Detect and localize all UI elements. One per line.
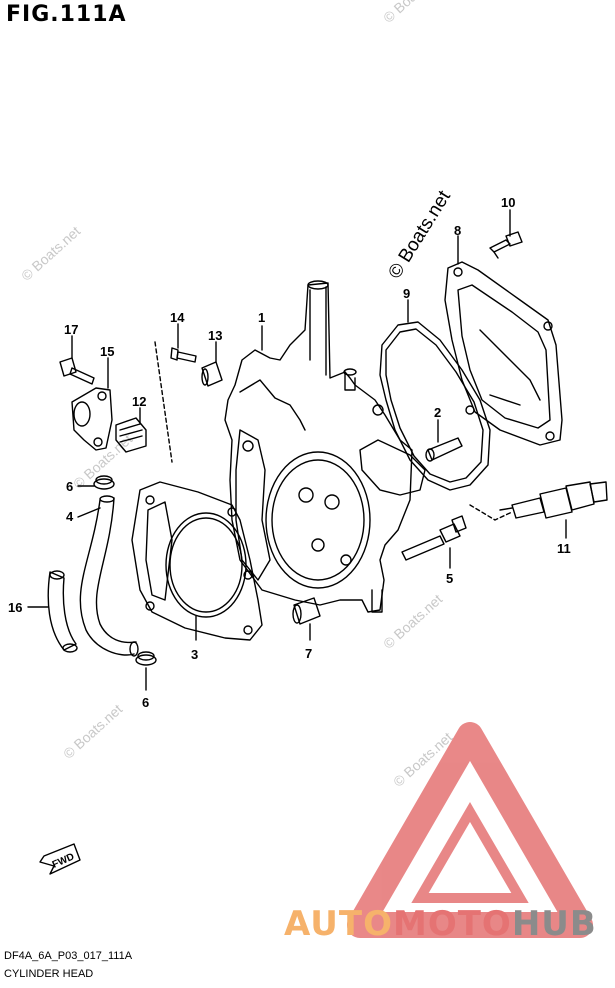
- hose-clamp: [135, 651, 157, 666]
- cover-gasket: [379, 321, 491, 491]
- cover-bolt: [489, 231, 523, 259]
- callout-13: 13: [208, 328, 222, 343]
- figure-name: CYLINDER HEAD: [4, 968, 94, 980]
- figure-title: FIG.111A: [6, 2, 127, 27]
- head-bolt: [401, 515, 467, 561]
- callout-7: 7: [305, 646, 312, 661]
- spark-plug: [499, 481, 608, 519]
- cylinder-head-gasket: [131, 481, 263, 641]
- water-hose: [79, 495, 139, 657]
- callout-16: 16: [8, 600, 22, 615]
- watermark-large-text: © Boats.net: [384, 186, 455, 282]
- screw: [170, 347, 197, 363]
- thermostat: [115, 417, 147, 453]
- brand-part-auto: AUTO: [284, 904, 393, 944]
- callout-15: 15: [100, 344, 114, 359]
- callout-9: 9: [403, 286, 410, 301]
- watermark-large: © Boats.net: [384, 186, 455, 282]
- cylinder-head-cover: [444, 261, 563, 446]
- callout-3: 3: [191, 647, 198, 662]
- bypass-hose: [47, 570, 78, 653]
- cylinder-head: [224, 280, 426, 613]
- dowel-pin: [425, 437, 463, 462]
- callout-14: 14: [170, 310, 185, 325]
- callout-5: 5: [446, 571, 453, 586]
- callout-17: 17: [64, 322, 78, 337]
- dowel: [292, 597, 321, 625]
- fwd-arrow-icon: [39, 843, 81, 875]
- brand-wordmark: AUTOMOTOHUB: [284, 904, 597, 944]
- callout-6: 6: [66, 479, 73, 494]
- leader-dashed-14: [154, 341, 173, 463]
- thermostat-cover: [71, 387, 113, 451]
- callout-8: 8: [454, 223, 461, 238]
- figure-code: DF4A_6A_P03_017_111A: [4, 950, 133, 962]
- callout-4: 4: [66, 509, 74, 524]
- leader-dashed-11: [469, 504, 513, 521]
- thermostat-bolt: [59, 357, 95, 385]
- callout-2: 2: [434, 405, 441, 420]
- brand-part-moto: MOTO: [392, 904, 512, 944]
- brand-part-hub: HUB: [511, 904, 597, 944]
- callout-1: 1: [258, 310, 265, 325]
- leader-line: [77, 507, 101, 518]
- hose-clamp: [93, 475, 115, 490]
- brand-triangle-logo: [347, 722, 593, 938]
- callout-11: 11: [557, 541, 571, 556]
- callout-12: 12: [132, 394, 146, 409]
- callout-10: 10: [501, 195, 515, 210]
- callout-6: 6: [142, 695, 149, 710]
- sleeve: [201, 361, 223, 387]
